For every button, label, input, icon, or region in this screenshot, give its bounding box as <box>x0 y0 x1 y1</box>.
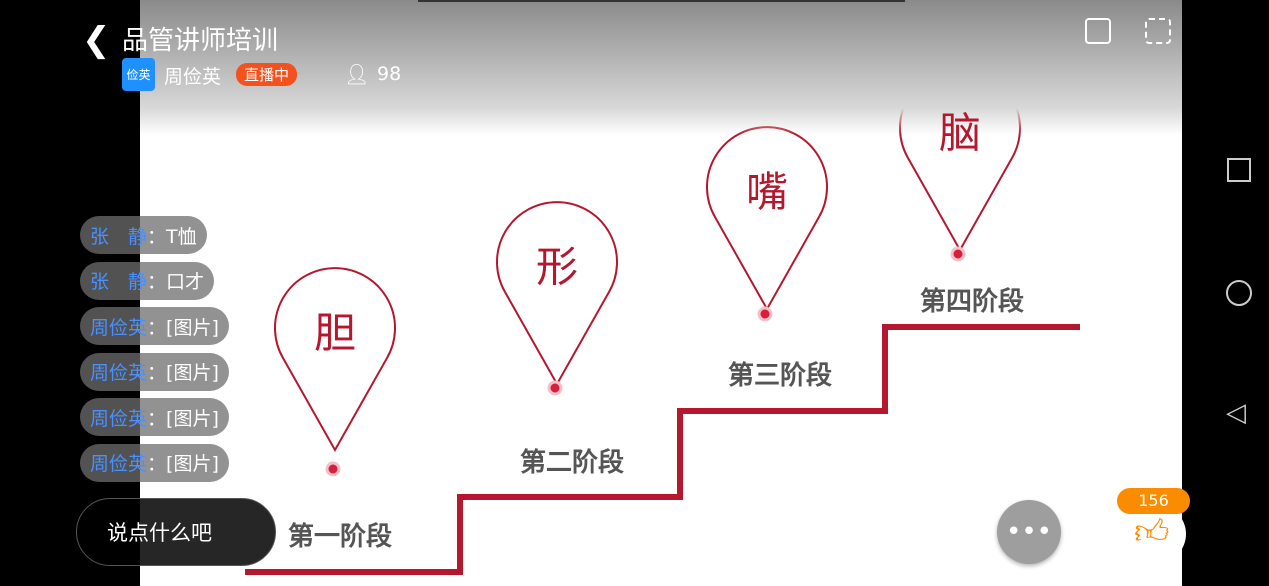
chat-text: [图片] <box>166 407 219 430</box>
stage-label: 第一阶段 <box>287 522 393 552</box>
chat-author[interactable]: 周俭英 <box>90 453 148 475</box>
rotate-icon[interactable] <box>1145 18 1171 44</box>
chat-author[interactable]: 张 静 <box>90 225 148 248</box>
home-nav-icon[interactable] <box>1226 280 1252 306</box>
chat-message: 周俭英：[图片] <box>80 398 229 436</box>
chat-colon: ： <box>147 316 167 339</box>
chat-message: 周俭英：[图片] <box>80 307 229 345</box>
stage-glyph: 嘴 <box>745 167 789 217</box>
stage-label: 第四阶段 <box>919 287 1025 317</box>
chat-text: [图片] <box>166 316 219 339</box>
chat-message: 张 静：T恤 <box>80 216 207 254</box>
pin-dot <box>547 380 563 396</box>
chat-message: 张 静：口才 <box>80 261 215 300</box>
comment-input[interactable]: 说点什么吧 <box>76 498 276 566</box>
host-avatar[interactable]: 俭英 <box>122 58 155 91</box>
chat-colon: ： <box>147 271 167 293</box>
progress-bar <box>418 0 905 2</box>
stage-glyph: 胆 <box>313 308 357 358</box>
chat-author[interactable]: 周俭英 <box>90 362 148 384</box>
pin-dot <box>757 306 773 322</box>
stage-label: 第三阶段 <box>727 361 833 391</box>
chat-text: 口才 <box>166 271 205 293</box>
chat-author[interactable]: 周俭英 <box>90 407 148 430</box>
chat-text: [图片] <box>166 362 219 384</box>
chat-message: 周俭英：[图片] <box>80 443 229 482</box>
pin-marker <box>496 201 618 387</box>
stage-label: 第二阶段 <box>519 448 625 478</box>
top-shade <box>140 0 1182 135</box>
chat-text: [图片] <box>166 453 219 475</box>
chat-colon: ： <box>147 407 167 430</box>
back-nav-icon[interactable]: ◁ <box>1226 398 1246 428</box>
host-name[interactable]: 周俭英 <box>164 66 222 88</box>
thumbs-up-icon[interactable]: 👍︎ <box>1134 512 1170 552</box>
viewer-count: 98 <box>377 63 402 85</box>
back-icon[interactable]: ❮ <box>82 20 111 60</box>
chat-colon: ： <box>147 453 167 475</box>
stairs-line <box>245 324 1080 575</box>
live-badge: 直播中 <box>236 63 298 86</box>
chat-colon: ： <box>147 362 167 384</box>
pin-marker <box>274 267 396 453</box>
chat-author[interactable]: 张 静 <box>90 271 148 293</box>
person-icon: 👤︎ <box>344 62 370 86</box>
chat-author[interactable]: 周俭英 <box>90 316 148 339</box>
pin-dot <box>325 461 341 477</box>
more-button[interactable]: ••• <box>997 500 1061 564</box>
like-count: 156 <box>1117 488 1190 514</box>
room-title: 品管讲师培训 <box>122 26 279 56</box>
stage-glyph: 形 <box>535 242 579 292</box>
pip-icon[interactable] <box>1085 18 1111 44</box>
like-button[interactable] <box>1122 505 1186 563</box>
pin-dot <box>950 246 966 262</box>
chat-text: T恤 <box>166 225 197 248</box>
recents-nav-icon[interactable] <box>1227 158 1251 182</box>
chat-message: 周俭英：[图片] <box>80 352 229 391</box>
stage-glyph: 脑 <box>938 108 982 158</box>
chat-colon: ： <box>147 225 167 248</box>
